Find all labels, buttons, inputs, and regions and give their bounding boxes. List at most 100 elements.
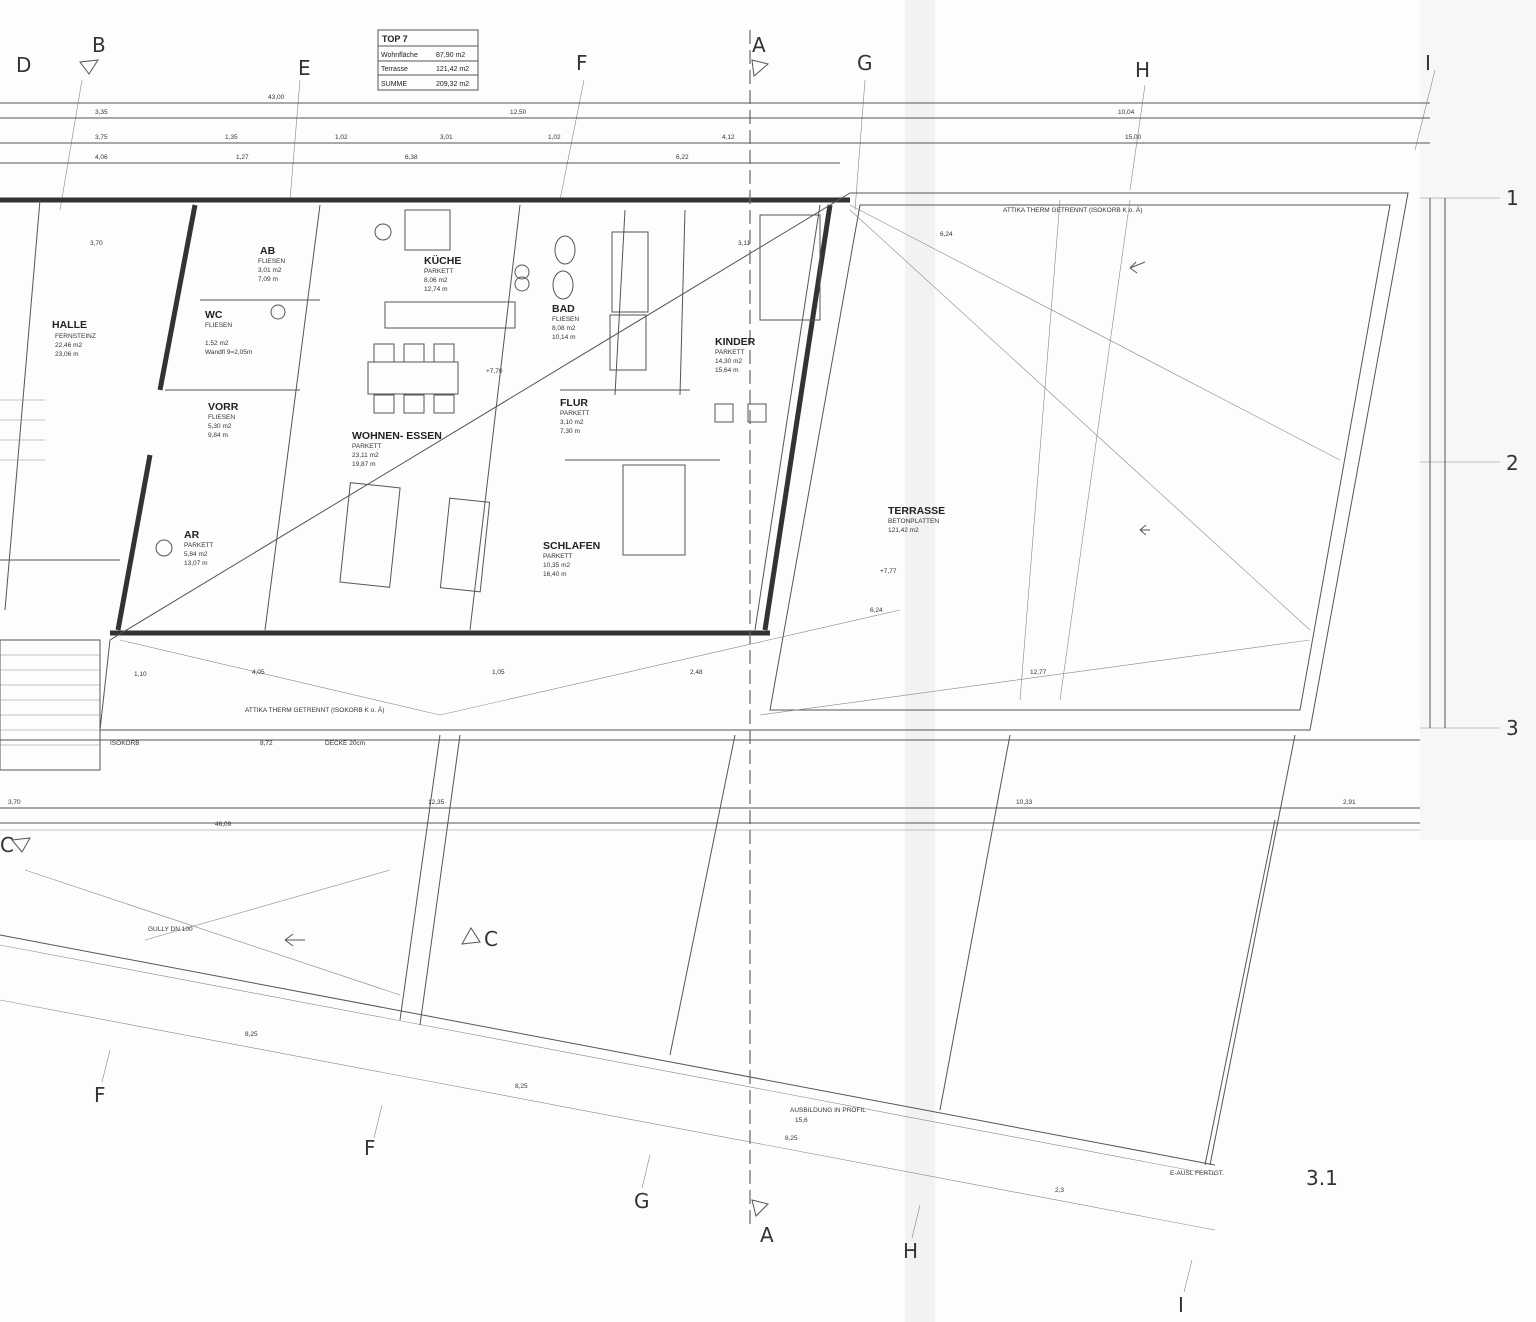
dim-top-3g: 15,00 [1125,134,1142,141]
axis-label-i-bottom: I [1178,1293,1184,1317]
dim-diag-2: 8,25 [515,1083,528,1090]
room-area: 10,35 m2 [543,562,570,569]
dim-bottom-4: 10,33 [1016,799,1033,806]
room-perimeter: 16,40 m [543,571,567,578]
room-name-flur: FLUR [560,397,588,409]
stairs [0,399,101,771]
section-label-c-mid: C [484,927,498,951]
room-area: 8,08 m2 [552,325,576,332]
room-schlafen: SCHLAFEN PARKETT 10,35 m2 16,40 m [543,540,600,578]
dim-bottom-2: 8,72 [260,740,273,747]
furniture [155,209,821,593]
dim-bottom-5: 2,91 [1343,799,1356,806]
note-isokorb: ISOKORB [110,740,140,747]
axis-label-g-bottom: G [634,1189,650,1213]
axis-label-d: D [16,53,31,77]
axis-label-1: 1 [1506,186,1519,210]
axis-label-3: 3 [1506,716,1519,740]
room-area: 5,30 m2 [208,423,232,430]
slope-arrows [284,261,1150,947]
level-misc-1: +7,70 [486,368,503,375]
dim-bottom-1: 3,70 [8,799,21,806]
room-name-wohnen: WOHNEN- ESSEN [352,430,442,442]
room-detail: PARKETT [424,268,454,275]
axis-label-i-top: I [1425,51,1431,75]
dim-top-4a: 4,06 [95,154,108,161]
dim-top-3b: 1,35 [225,134,238,141]
room-perimeter: 10,14 m [552,334,576,341]
note-gully: GULLY DN 100 [148,926,193,933]
dim-misc-4: 1,05 [492,669,505,676]
lower-canopy [0,30,1420,1231]
title-block-label-1: Wohnfläche [381,52,418,59]
bottom-dimensions: 3,70 8,72 12,35 10,33 2,91 46,09 8,25 8,… [0,740,1420,1194]
room-area: 22,46 m2 [55,342,82,349]
section-marker-c-mid [461,927,481,945]
room-name-terrasse: TERRASSE [888,505,945,517]
room-detail: PARKETT [352,443,382,450]
axis-label-2: 2 [1506,451,1519,475]
room-perimeter: 12,74 m [424,286,448,293]
room-flur: FLUR PARKETT 3,10 m2 7,30 m [560,397,590,435]
room-detail: FLIESEN [208,414,235,421]
title-block-label-3: SUMME [381,81,407,88]
note-decke: DECKE 20cm [325,740,365,747]
axis-label-h-top: H [1135,58,1150,82]
title-block-value-2: 121,42 m2 [436,66,469,73]
dim-misc-1: 3,70 [90,240,103,247]
room-area: 3,01 m2 [258,267,282,274]
note-ausbildung: AUSBILDUNG IN PROFIL [790,1107,866,1114]
room-detail: PARKETT [184,542,214,549]
dim-misc-9: 6,24 [870,607,883,614]
dim-diag-1: 8,25 [245,1031,258,1038]
dim-top-3d: 3,01 [440,134,453,141]
axis-label-3-1: 3.1 [1306,1166,1338,1190]
room-detail: PARKETT [560,410,590,417]
room-detail: FLIESEN [552,316,579,323]
axis-label-f-bottom-1: F [94,1083,106,1107]
dim-top-4d: 6,22 [676,154,689,161]
room-ar: AR PARKETT 5,84 m2 13,07 m [184,529,214,567]
title-block-value-3: 209,32 m2 [436,81,469,88]
note-e-ausl: E-AUSL FERTIGT. [1170,1170,1224,1177]
dim-misc-8: 6,24 [940,231,953,238]
room-terrasse: TERRASSE BETONPLATTEN 121,42 m2 [888,505,945,534]
room-bad: BAD FLIESEN 8,08 m2 10,14 m [552,303,579,341]
room-name-ar: AR [184,529,200,541]
room-name-kinder: KINDER [715,336,756,348]
dim-top-4b: 1,27 [236,154,249,161]
axis-label-f-top: F [576,51,588,75]
room-detail: FLIESEN [258,258,285,265]
axis-label-f-bottom-2: F [364,1136,376,1160]
section-label-c-left: C [0,833,14,857]
section-marker-a-top [751,59,770,77]
room-vorr: VORR FLIESEN 5,30 m2 9,84 m [208,401,239,439]
section-marker-c-left [11,837,31,853]
dim-top-3e: 1,02 [548,134,561,141]
dim-diag-4: 8,25 [785,1135,798,1142]
dim-top-1: 43,00 [268,94,285,101]
dim-top-4c: 6,38 [405,154,418,161]
room-perimeter: 7,09 m [258,276,278,283]
axis-label-e: E [298,56,311,80]
title-block-label-2: Terrasse [381,66,408,73]
title-block-title: TOP 7 [382,34,408,44]
bottom-axis-labels: F F G H I A C C [0,833,1193,1317]
room-name-kueche: KÜCHE [424,254,461,267]
room-halle: HALLE FERNSTEINZ 22,46 m2 23,06 m [52,319,96,358]
room-perimeter: 13,07 m [184,560,208,567]
room-detail: BETONPLATTEN [888,518,939,525]
room-perimeter: 15,64 m [715,367,739,374]
room-name-schlafen: SCHLAFEN [543,540,600,552]
room-area: 121,42 m2 [888,527,919,534]
room-detail: PARKETT [543,553,573,560]
room-perimeter: 9,84 m [208,432,228,439]
dim-misc-7: 12,77 [1030,669,1047,676]
section-marker-b [79,59,99,75]
title-block-value-1: 87,90 m2 [436,52,465,59]
dim-diag-3: 15,6 [795,1117,808,1124]
dim-bottom-total: 46,09 [215,821,232,828]
dim-top-2c: 10,04 [1118,109,1135,116]
room-area: 1,52 m2 [205,340,229,347]
